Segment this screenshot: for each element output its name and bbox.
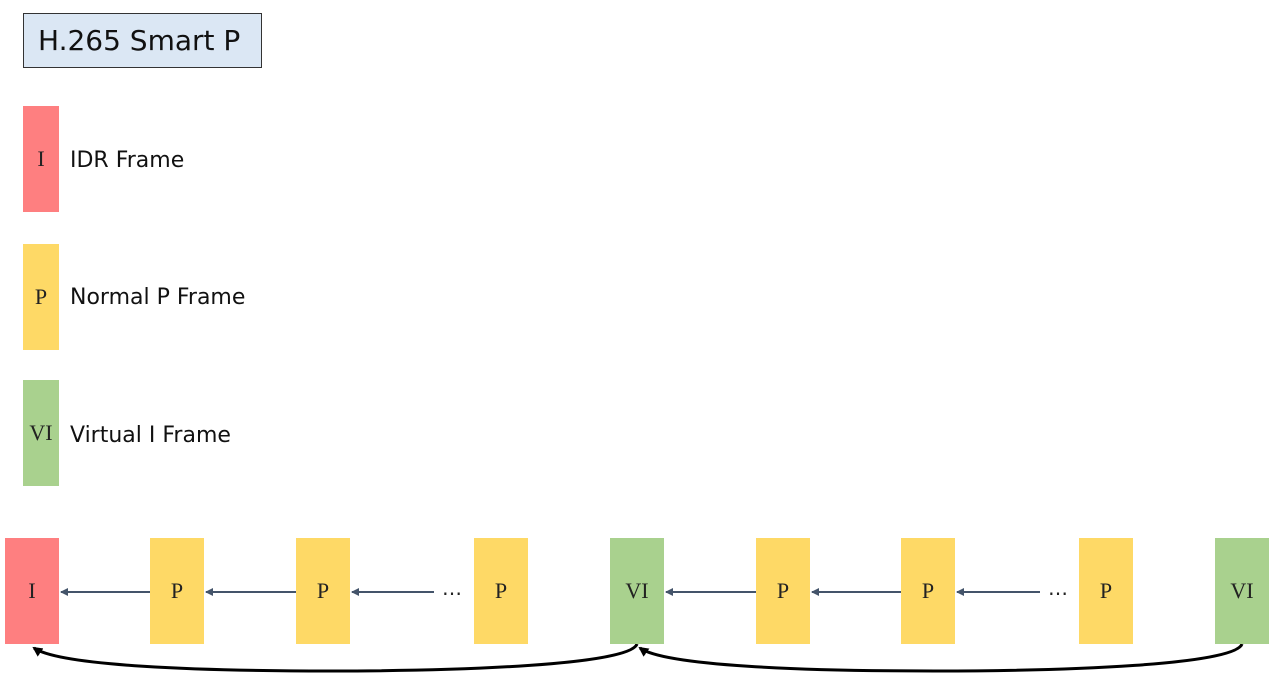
legend-p-frame: P: [23, 244, 59, 350]
legend-idr-frame: I: [23, 106, 59, 212]
seq-frame-vi: VI: [1215, 538, 1269, 644]
ref-curve-vi2-to-vi1: [638, 643, 1244, 673]
legend-vi-label: Virtual I Frame: [70, 423, 231, 448]
diagram-title: H.265 Smart P: [23, 13, 262, 68]
seq-frame-p: P: [296, 538, 350, 644]
legend-vi-frame: VI: [23, 380, 59, 486]
seq-frame-p: P: [474, 538, 528, 644]
ellipsis: …: [1048, 576, 1068, 600]
seq-frame-p: P: [901, 538, 955, 644]
ellipsis: …: [442, 576, 462, 600]
seq-frame-p: P: [1079, 538, 1133, 644]
seq-frame-idr: I: [5, 538, 59, 644]
ref-curve-vi1-to-i: [32, 643, 639, 673]
legend-idr-label: IDR Frame: [70, 148, 185, 173]
seq-frame-p: P: [150, 538, 204, 644]
seq-frame-vi: VI: [610, 538, 664, 644]
seq-frame-p: P: [756, 538, 810, 644]
legend-p-label: Normal P Frame: [70, 285, 246, 310]
